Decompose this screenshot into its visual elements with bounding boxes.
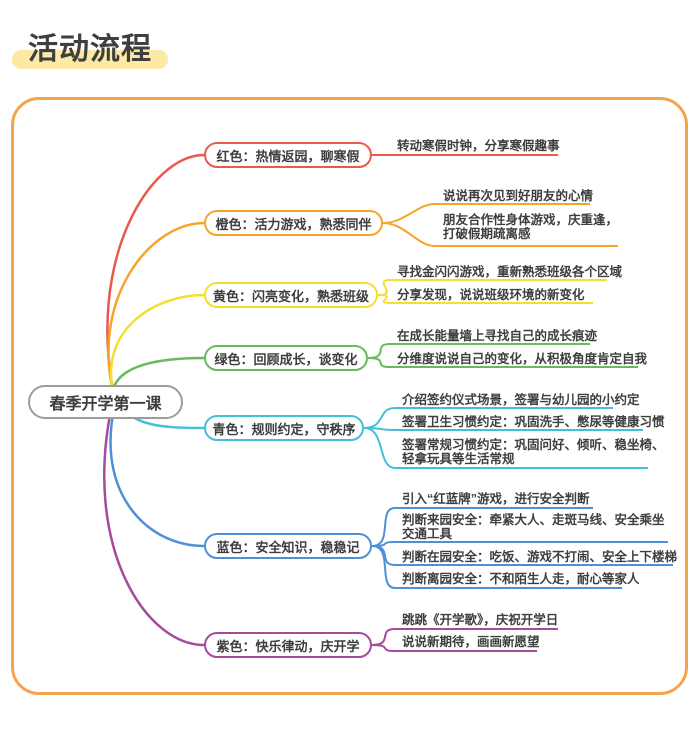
child-topic-line: 跳跳《开学歌》，庆祝开学日 [402,613,559,627]
child-topic-line: 轻拿玩具等生活常规 [402,452,515,466]
child-topic-line: 判断离园安全：不和陌生人走，耐心等家人 [402,572,640,586]
child-topic-line: 介绍签约仪式场景，签署与幼儿园的小约定 [402,393,640,407]
child-topic-cyan-1[interactable]: 介绍签约仪式场景，签署与幼儿园的小约定 [402,393,640,407]
branch-node-orange[interactable]: 橙色：活力游戏，熟悉同伴 [204,210,383,236]
child-topic-yellow-1[interactable]: 寻找金闪闪游戏，重新熟悉班级各个区域 [397,265,622,279]
child-topic-orange-1[interactable]: 说说再次见到好朋友的心情 [443,189,593,203]
child-topic-line: 寻找金闪闪游戏，重新熟悉班级各个区域 [397,265,623,279]
child-topic-line: 签署常规习惯约定：巩固问好、倾听、稳坐椅、 [402,438,665,452]
child-topic-red-1[interactable]: 转动寒假时钟，分享寒假趣事 [397,139,560,153]
child-topic-purple-2[interactable]: 说说新期待，画画新愿望 [402,635,540,649]
page-title: 活动流程 [28,33,152,66]
child-topic-line: 判断来园安全：牵紧大人、走斑马线、安全乘坐 [402,513,665,527]
child-topic-line: 分享发现，说说班级环境的新变化 [397,288,585,302]
child-topic-yellow-2[interactable]: 分享发现，说说班级环境的新变化 [397,288,585,302]
branch-node-purple[interactable]: 紫色：快乐律动，庆开学 [204,632,372,658]
branch-node-cyan[interactable]: 青色：规则约定，守秩序 [204,415,364,441]
child-topic-line: 分维度说说自己的变化，从积极角度肯定自我 [397,352,648,366]
child-topic-line: 朋友合作性身体游戏，庆重逢， [443,213,619,227]
child-topic-line: 交通工具 [402,527,453,541]
child-topic-line: 说说新期待，画画新愿望 [402,635,540,649]
child-topic-green-2[interactable]: 分维度说说自己的变化，从积极角度肯定自我 [397,352,647,366]
child-topic-line: 引入“红蓝牌”游戏，进行安全判断 [402,492,590,506]
branch-node-green[interactable]: 绿色：回顾成长，谈变化 [204,345,368,371]
child-topic-blue-3[interactable]: 判断在园安全：吃饭、游戏不打闹、安全上下楼梯 [402,550,677,564]
child-topic-blue-1[interactable]: 引入“红蓝牌”游戏，进行安全判断 [402,492,590,506]
branch-node-yellow[interactable]: 黄色：闪亮变化，熟悉班级 [204,282,378,308]
map-frame [11,97,688,695]
child-topic-line: 签署卫生习惯约定：巩固洗手、憋尿等健康习惯 [402,415,665,429]
child-topic-green-1[interactable]: 在成长能量墙上寻找自己的成长痕迹 [397,329,597,343]
child-topic-line: 转动寒假时钟，分享寒假趣事 [397,139,560,153]
child-topic-blue-4[interactable]: 判断离园安全：不和陌生人走，耐心等家人 [402,572,640,586]
child-topic-cyan-3[interactable]: 签署常规习惯约定：巩固问好、倾听、稳坐椅、 轻拿玩具等生活常规 [402,438,665,466]
child-topic-line: 说说再次见到好朋友的心情 [443,189,594,203]
child-topic-cyan-2[interactable]: 签署卫生习惯约定：巩固洗手、憋尿等健康习惯 [402,415,665,429]
child-topic-blue-2[interactable]: 判断来园安全：牵紧大人、走斑马线、安全乘坐 交通工具 [402,513,665,541]
child-topic-line: 打破假期疏离感 [443,227,531,241]
center-node[interactable]: 春季开学第一课 [28,385,183,419]
title-highlight-bar [12,50,168,69]
branch-node-red[interactable]: 红色：热情返园，聊寒假 [204,142,372,168]
child-topic-line: 在成长能量墙上寻找自己的成长痕迹 [397,329,598,343]
branch-node-blue[interactable]: 蓝色：安全知识，稳稳记 [204,533,372,559]
child-topic-line: 判断在园安全：吃饭、游戏不打闹、安全上下楼梯 [402,550,678,564]
child-topic-purple-1[interactable]: 跳跳《开学歌》，庆祝开学日 [402,613,558,627]
child-topic-orange-2[interactable]: 朋友合作性身体游戏，庆重逢， 打破假期疏离感 [443,213,618,241]
